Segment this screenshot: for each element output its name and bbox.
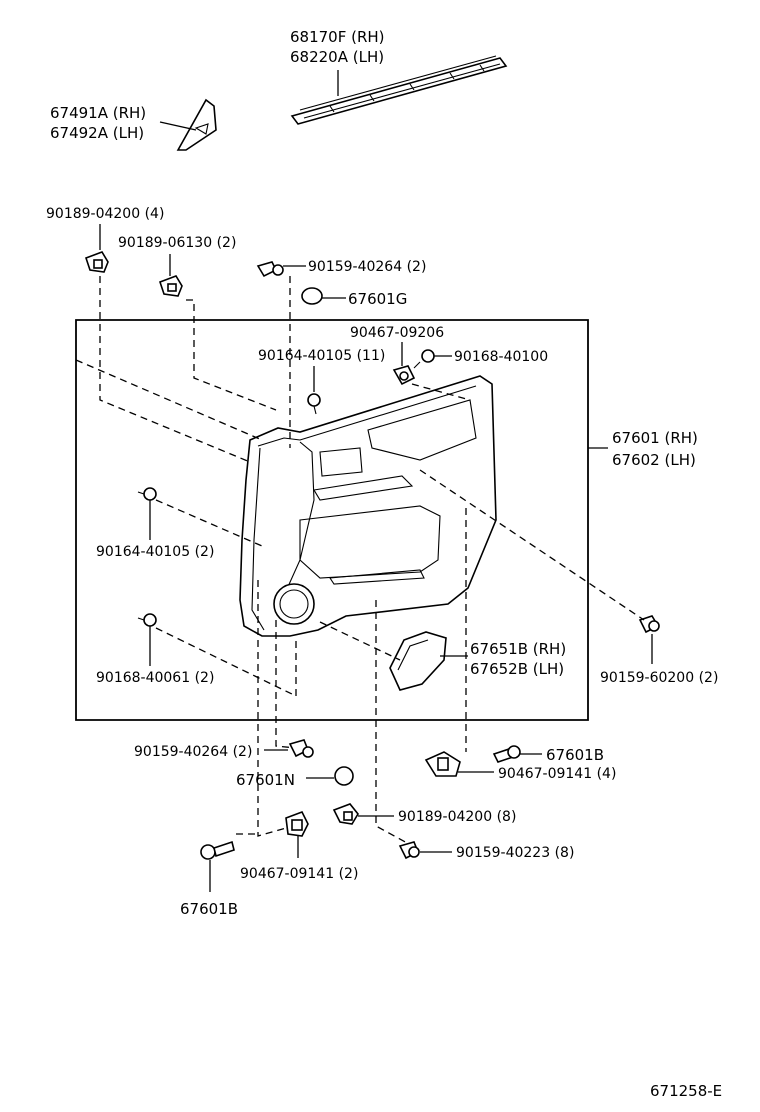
panel-rh-label: 67601 (RH)	[612, 429, 698, 447]
clip-90189-04200-top-icon	[84, 251, 109, 273]
bolt-67601b-right-icon	[492, 745, 521, 763]
screw-90168-40061-label: 90168-40061 (2)	[96, 670, 214, 686]
bolt-67601b-right-label: 67601B	[546, 746, 604, 764]
clip-90189-06130-label: 90189-06130 (2)	[118, 235, 236, 251]
screw-90159-40264-top-label: 90159-40264 (2)	[308, 259, 426, 275]
cap-67601n-label: 67601N	[236, 771, 295, 789]
bolt-67601b-left-label: 67601B	[180, 900, 238, 918]
screw-90159-60200-icon	[638, 615, 660, 634]
screw-90159-40264-bottom-label: 90159-40264 (2)	[134, 744, 252, 760]
armrest-pad-part	[389, 631, 447, 691]
screw-90164-40105-11-label: 90164-40105 (11)	[258, 348, 385, 364]
clip-90467-09141-4-icon	[424, 751, 461, 777]
screw-90159-40223-icon	[398, 841, 420, 860]
screw-90168-40061-icon	[137, 613, 157, 627]
clip-90189-06130-icon	[158, 275, 183, 297]
clip-90467-09141-4-label: 90467-09141 (4)	[498, 766, 616, 782]
assembly-dashed-lines	[75, 276, 645, 851]
figure-id: 671258-E	[650, 1082, 722, 1100]
screw-90159-60200-label: 90159-60200 (2)	[600, 670, 718, 686]
clip-90189-04200-8-label: 90189-04200 (8)	[398, 809, 516, 825]
cap-67601g-icon	[301, 287, 323, 305]
screw-90168-40100-label: 90168-40100	[454, 349, 548, 365]
cap-67601n-icon	[334, 766, 354, 786]
screw-90164-40105-2-label: 90164-40105 (2)	[96, 544, 214, 560]
corner-cover-part	[176, 98, 217, 151]
clip-90467-09206-label: 90467-09206	[350, 325, 444, 341]
clip-90189-04200-top-label: 90189-04200 (4)	[46, 206, 164, 222]
belt-moulding-part	[290, 55, 508, 125]
panel-assembly-box	[75, 319, 589, 721]
clip-90467-09141-2-label: 90467-09141 (2)	[240, 866, 358, 882]
panel-lh-label: 67602 (LH)	[612, 451, 696, 469]
screw-90159-40264-bottom-icon	[288, 739, 314, 758]
corner-cover-leader	[159, 121, 197, 131]
pad-rh-label: 67651B (RH)	[470, 640, 566, 658]
belt-moulding-rh-label: 68170F (RH)	[290, 28, 385, 46]
screw-90159-40223-label: 90159-40223 (8)	[456, 845, 574, 861]
cap-67601g-label: 67601G	[348, 290, 407, 308]
belt-moulding-lh-label: 68220A (LH)	[290, 48, 384, 66]
cover-lh-label: 67492A (LH)	[50, 124, 144, 142]
clip-90467-09141-2-icon	[285, 810, 309, 837]
bolt-67601b-left-icon	[200, 840, 235, 860]
pad-lh-label: 67652B (LH)	[470, 660, 564, 678]
door-trim-panel	[239, 375, 497, 637]
screw-90164-40105-2-icon	[137, 487, 157, 501]
screw-90159-40264-top-icon	[256, 261, 284, 278]
cover-rh-label: 67491A (RH)	[50, 104, 146, 122]
clip-90467-09206-icon	[392, 365, 416, 386]
screw-90164-40105-11-icon	[307, 393, 321, 415]
screw-90168-40100-icon	[413, 349, 435, 369]
clip-90189-04200-8-icon	[332, 803, 359, 825]
